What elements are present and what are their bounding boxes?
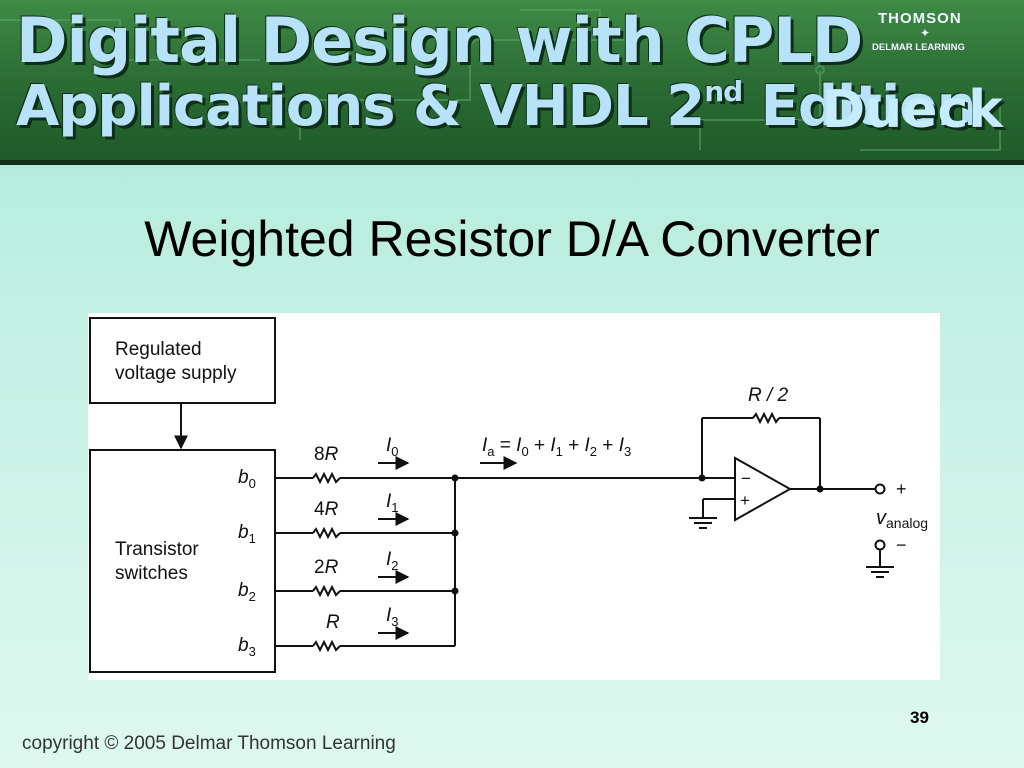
resistor-label-0: 8R <box>314 444 339 465</box>
output-terminal-minus <box>874 539 886 551</box>
bit-line-2 <box>275 584 455 598</box>
output-plus-label: + <box>896 479 907 499</box>
junction-dot <box>451 529 459 537</box>
bit-line-3 <box>275 639 455 653</box>
resistor-label-3: R <box>326 612 340 633</box>
bit-label-2: b2 <box>238 580 256 604</box>
bit-label-1: b1 <box>238 522 256 546</box>
bit-label-0: b0 <box>238 467 256 491</box>
current-label-2: I2 <box>386 549 399 573</box>
output-voltage-label: vanalog <box>876 507 928 531</box>
publisher-logo-line2: DELMAR LEARNING <box>872 42 965 53</box>
bit-line-0 <box>275 471 455 485</box>
opamp-plus-sign: + <box>740 491 750 510</box>
junction-dot <box>816 485 824 493</box>
switch-box <box>89 449 276 673</box>
output-terminal-plus <box>874 483 886 495</box>
copyright-footer: copyright © 2005 Delmar Thomson Learning <box>22 733 396 754</box>
output-minus-label: − <box>896 535 907 555</box>
feedback-resistor <box>752 411 780 425</box>
publisher-logo-line1: THOMSON <box>878 10 962 27</box>
resistor-label-2: 2R <box>314 557 339 578</box>
sum-equation: Ia = I0 + I1 + I2 + I3 <box>482 435 631 459</box>
supply-box <box>89 317 276 404</box>
supply-label-1: Regulated <box>115 339 202 360</box>
switch-label-2: switches <box>115 563 188 584</box>
circuit-pattern-decoration <box>0 9 1001 151</box>
dac-schematic: Regulated voltage supply Transistor swit… <box>89 317 928 673</box>
junction-dot <box>451 587 459 595</box>
supply-label-2: voltage supply <box>115 363 237 384</box>
circuit-diagram: Regulated voltage supply Transistor swit… <box>88 313 940 680</box>
current-label-1: I1 <box>386 491 399 515</box>
bit-line-1 <box>275 526 455 540</box>
current-label-0: I0 <box>386 435 399 459</box>
opamp-minus-sign: − <box>741 469 751 488</box>
slide-number: 39 <box>910 708 929 727</box>
book-title-line2: Applications & VHDL 2nd Edition <box>16 74 977 139</box>
op-amp <box>734 456 793 522</box>
publisher-star-icon: ✦ <box>920 26 931 40</box>
book-title-line1: Digital Design with CPLD <box>16 4 863 77</box>
current-label-3: I3 <box>386 605 399 629</box>
author-name: Dueck <box>822 80 1003 140</box>
switch-label-1: Transistor <box>115 539 199 560</box>
junction-dot <box>451 474 459 482</box>
header-banner: Digital Design with CPLD Applications & … <box>0 0 1024 165</box>
junction-dot <box>698 474 706 482</box>
bit-label-3: b3 <box>238 635 256 659</box>
slide-title: Weighted Resistor D/A Converter <box>144 211 880 267</box>
resistor-label-1: 4R <box>314 499 339 520</box>
feedback-resistor-label: R / 2 <box>748 385 789 406</box>
